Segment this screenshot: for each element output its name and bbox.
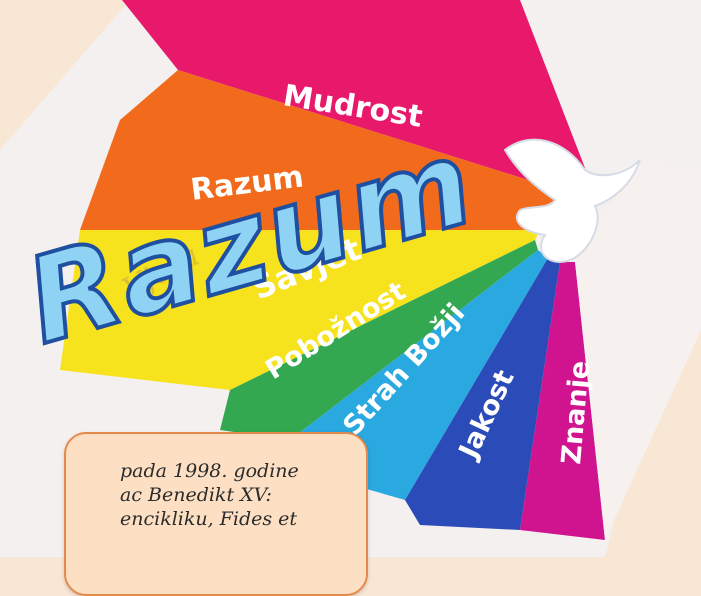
info-line-1: pada 1998. godine bbox=[120, 460, 299, 482]
info-callout-text: pada 1998. godine ac Benedikt XV: encikl… bbox=[120, 459, 360, 557]
info-line-2: ac Benedikt XV: bbox=[120, 484, 272, 506]
info-line-3: encikliku, Fides et bbox=[120, 508, 297, 530]
